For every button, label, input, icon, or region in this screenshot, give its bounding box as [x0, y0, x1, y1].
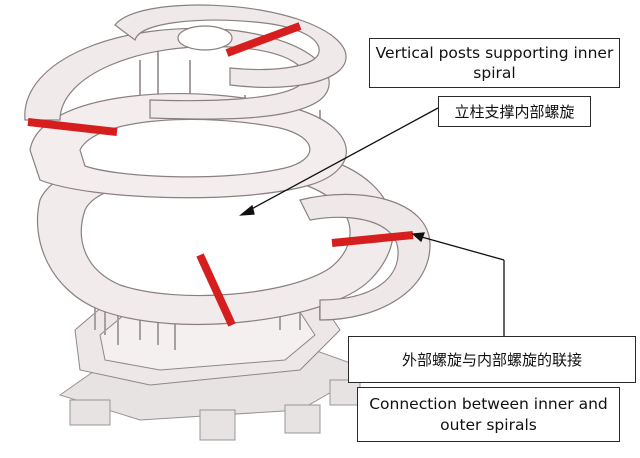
top-spiral: [114, 4, 347, 88]
callout-connection-zh-text: 外部螺旋与内部螺旋的联接: [401, 351, 582, 369]
connection-marker-bottom: [196, 253, 236, 327]
outer-spiral-right: [299, 193, 431, 321]
callout-connection-zh: 外部螺旋与内部螺旋的联接: [348, 336, 636, 383]
connection-marker-right: [331, 231, 414, 247]
callout-vertical-posts-zh-text: 立柱支撑内部螺旋: [454, 103, 575, 121]
callout-vertical-posts-en-text: Vertical posts supporting inner spiral: [375, 44, 614, 82]
connection-marker-top: [225, 22, 302, 57]
arrow-connection-branch: [417, 235, 505, 261]
arrowhead-vertical-posts: [238, 204, 255, 216]
arrowhead-connection: [411, 232, 425, 243]
arrow-vertical-posts: [245, 107, 439, 213]
callout-connection-en-text: Connection between inner and outer spira…: [369, 394, 608, 434]
connection-marker-left: [27, 118, 118, 136]
callout-connection-en: Connection between inner and outer spira…: [357, 387, 620, 442]
callout-vertical-posts-en: Vertical posts supporting inner spiral: [369, 38, 620, 88]
callout-vertical-posts-zh: 立柱支撑内部螺旋: [438, 96, 591, 127]
pointer-arrows: [238, 107, 505, 336]
middle-spiral: [29, 93, 347, 199]
connection-markers: [27, 22, 414, 327]
